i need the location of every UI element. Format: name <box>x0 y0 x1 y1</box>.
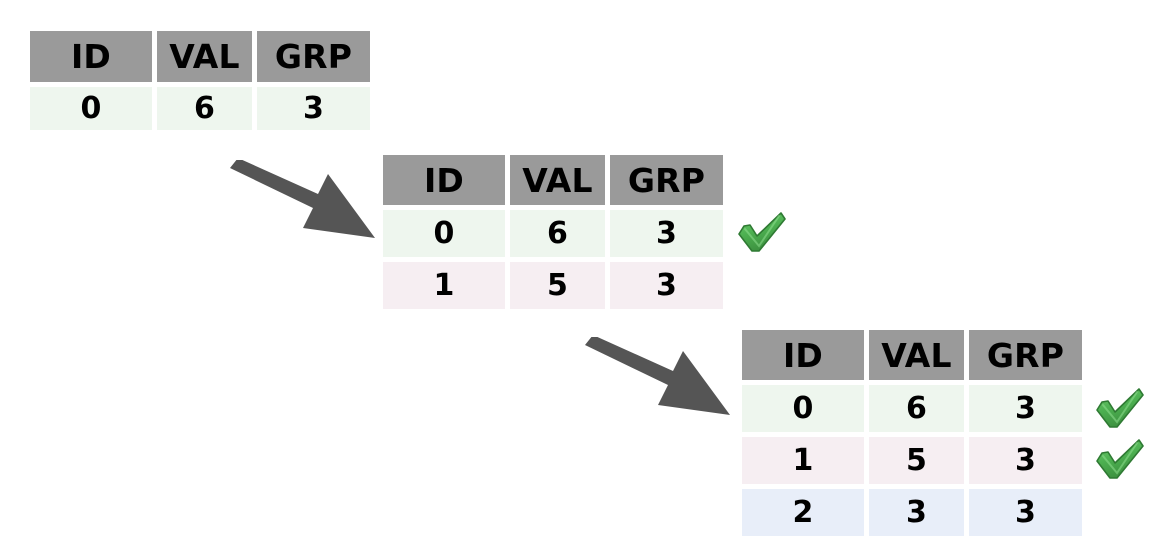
column-header-val: VAL <box>157 31 252 82</box>
cell-id: 0 <box>30 87 152 130</box>
column-header-id: ID <box>742 330 864 380</box>
cell-grp: 3 <box>257 87 370 130</box>
column-header-id: ID <box>30 31 152 82</box>
table-row: 1 5 3 <box>383 262 723 309</box>
cell-grp: 3 <box>610 210 723 257</box>
cell-val: 3 <box>869 489 964 536</box>
table-step-3: ID VAL GRP 0 6 3 1 5 3 2 3 <box>742 330 1082 536</box>
table-row: 0 6 3 <box>30 87 370 130</box>
column-header-grp: GRP <box>610 155 723 205</box>
cell-id: 1 <box>383 262 505 309</box>
cell-grp: 3 <box>969 489 1082 536</box>
cell-grp: 3 <box>969 385 1082 432</box>
column-header-grp: GRP <box>257 31 370 82</box>
column-header-id: ID <box>383 155 505 205</box>
column-header-grp: GRP <box>969 330 1082 380</box>
cell-val: 6 <box>510 210 605 257</box>
cell-grp: 3 <box>969 437 1082 484</box>
table-row: 2 3 3 <box>742 489 1082 536</box>
cell-id: 1 <box>742 437 864 484</box>
cell-val: 5 <box>510 262 605 309</box>
cell-val: 6 <box>869 385 964 432</box>
cell-id: 0 <box>742 385 864 432</box>
table-row: 1 5 3 <box>742 437 1082 484</box>
column-header-val: VAL <box>869 330 964 380</box>
cell-val: 6 <box>157 87 252 130</box>
checkmark-step2-row0 <box>735 205 789 259</box>
table-header-row: ID VAL GRP <box>742 330 1082 380</box>
arrow-step2-to-step3 <box>580 335 740 436</box>
table-row: 0 6 3 <box>383 210 723 257</box>
cell-id: 2 <box>742 489 864 536</box>
cell-id: 0 <box>383 210 505 257</box>
cell-val: 5 <box>869 437 964 484</box>
checkmark-step3-row1 <box>1093 432 1147 486</box>
table-step-1: ID VAL GRP 0 6 3 <box>30 31 370 130</box>
column-header-val: VAL <box>510 155 605 205</box>
table-step-2: ID VAL GRP 0 6 3 1 5 3 <box>383 155 723 309</box>
table-header-row: ID VAL GRP <box>30 31 370 82</box>
table-header-row: ID VAL GRP <box>383 155 723 205</box>
arrow-step1-to-step2 <box>225 158 385 259</box>
cell-grp: 3 <box>610 262 723 309</box>
table-row: 0 6 3 <box>742 385 1082 432</box>
checkmark-step3-row0 <box>1093 381 1147 435</box>
